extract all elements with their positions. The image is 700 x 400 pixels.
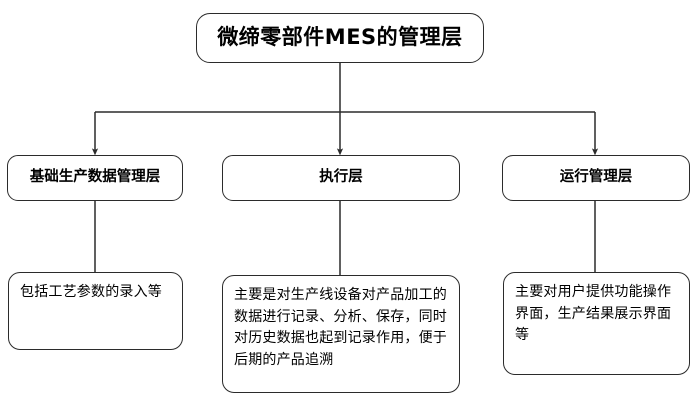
node-desc-ops-label: 主要对用户提供功能操作界面，生产结果展示界面等 <box>515 284 672 344</box>
node-layer-execution[interactable]: 执行层 <box>222 155 460 201</box>
node-layer-basic-production-data[interactable]: 基础生产数据管理层 <box>7 155 183 201</box>
node-layer-exec-label: 执行层 <box>319 169 363 186</box>
node-layer-basic-label: 基础生产数据管理层 <box>29 169 161 186</box>
node-description-execution[interactable]: 主要是对生产线设备对产品加工的数据进行记录、分析、保存，同时对历史数据也起到记录… <box>222 275 460 393</box>
node-title-label: 微缔零部件MES的管理层 <box>217 25 463 50</box>
node-desc-exec-label: 主要是对生产线设备对产品加工的数据进行记录、分析、保存，同时对历史数据也起到记录… <box>234 287 447 369</box>
node-layer-ops-label: 运行管理层 <box>559 169 633 186</box>
node-desc-basic-label: 包括工艺参数的录入等 <box>20 284 162 300</box>
node-layer-operation-management[interactable]: 运行管理层 <box>502 155 690 201</box>
node-description-operation-management[interactable]: 主要对用户提供功能操作界面，生产结果展示界面等 <box>503 272 690 375</box>
node-title-management-layers[interactable]: 微缔零部件MES的管理层 <box>196 13 484 63</box>
node-description-basic-production-data[interactable]: 包括工艺参数的录入等 <box>8 272 183 350</box>
